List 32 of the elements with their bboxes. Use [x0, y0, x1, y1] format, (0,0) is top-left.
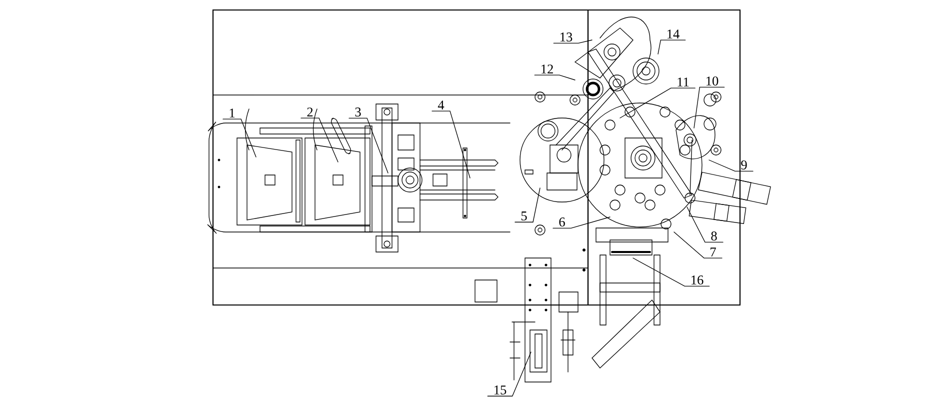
leader-line	[552, 216, 610, 228]
callout-number: 14	[668, 30, 680, 38]
callout-number: 12	[542, 64, 553, 74]
leader-line	[432, 110, 470, 178]
callout-number: 4	[438, 100, 444, 110]
callout-number: 13	[560, 32, 572, 42]
callout-number: 10	[706, 76, 718, 86]
leader-line	[674, 232, 722, 258]
leader-line	[222, 118, 256, 158]
leader-line	[534, 74, 576, 80]
leader-line	[348, 118, 388, 174]
leader-line	[487, 352, 532, 396]
callout-number: 7	[710, 248, 716, 256]
callout-number: 11	[678, 78, 689, 86]
callout-number: 15	[494, 386, 506, 394]
callout-number: 1	[230, 108, 235, 118]
leader-line	[708, 160, 754, 172]
leader-line	[553, 40, 592, 44]
callout-number: 5	[521, 212, 527, 220]
leader-line	[694, 86, 725, 128]
callout-number: 2	[307, 108, 313, 116]
leader-line	[300, 118, 338, 162]
leader-line	[686, 206, 724, 242]
callout-number: 6	[559, 218, 565, 226]
callout-number: 16	[692, 276, 704, 284]
callout-number: 3	[355, 108, 361, 116]
callout-number: 9	[741, 160, 747, 170]
leader-line	[658, 40, 686, 54]
callout-number: 8	[711, 232, 717, 240]
leader-line	[632, 258, 710, 286]
leader-line	[514, 188, 540, 222]
leader-line	[620, 88, 696, 118]
